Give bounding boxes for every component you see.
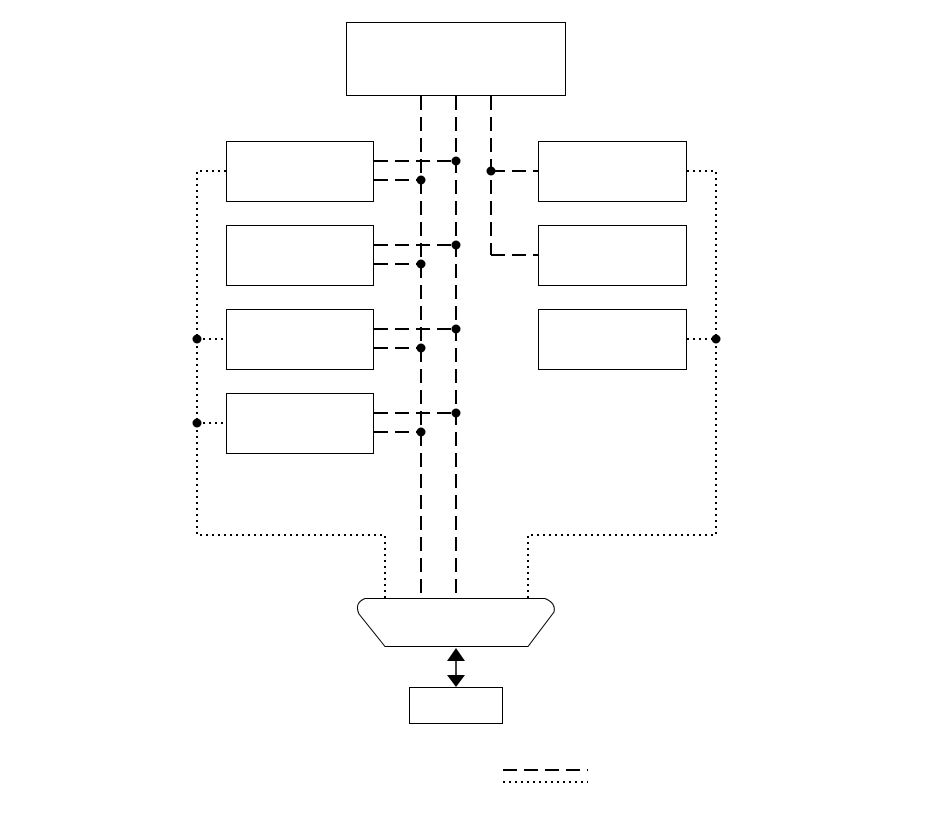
arrow-up-icon xyxy=(447,648,465,661)
right-unit-2 xyxy=(538,225,687,286)
bus-junctions xyxy=(416,156,496,437)
dotted-junctions xyxy=(192,334,721,428)
dashed-bus xyxy=(374,96,538,598)
junction-node xyxy=(451,324,461,334)
junction-node xyxy=(486,166,496,176)
interface-unit xyxy=(357,598,555,647)
right-unit-1 xyxy=(538,141,687,202)
left-unit-2 xyxy=(226,225,374,286)
junction-node xyxy=(416,259,426,269)
top-unit xyxy=(346,22,566,96)
right-unit-3 xyxy=(538,309,687,370)
junction-node xyxy=(711,334,721,344)
left-unit-3 xyxy=(226,309,374,370)
dotted-link-left xyxy=(196,170,386,598)
left-unit-4 xyxy=(226,393,374,454)
junction-node xyxy=(416,175,426,185)
junction-node xyxy=(451,408,461,418)
arrow-down-icon xyxy=(447,675,465,687)
junction-node xyxy=(192,418,202,428)
junction-node xyxy=(192,334,202,344)
left-unit-1 xyxy=(226,141,374,202)
junction-node xyxy=(416,343,426,353)
bidirectional-arrow xyxy=(447,648,465,687)
junction-node xyxy=(416,427,426,437)
junction-node xyxy=(451,240,461,250)
legend xyxy=(503,769,588,783)
dotted-link-right xyxy=(527,170,717,598)
junction-node xyxy=(451,156,461,166)
dotted-links xyxy=(196,170,717,598)
bottom-unit xyxy=(409,687,503,724)
